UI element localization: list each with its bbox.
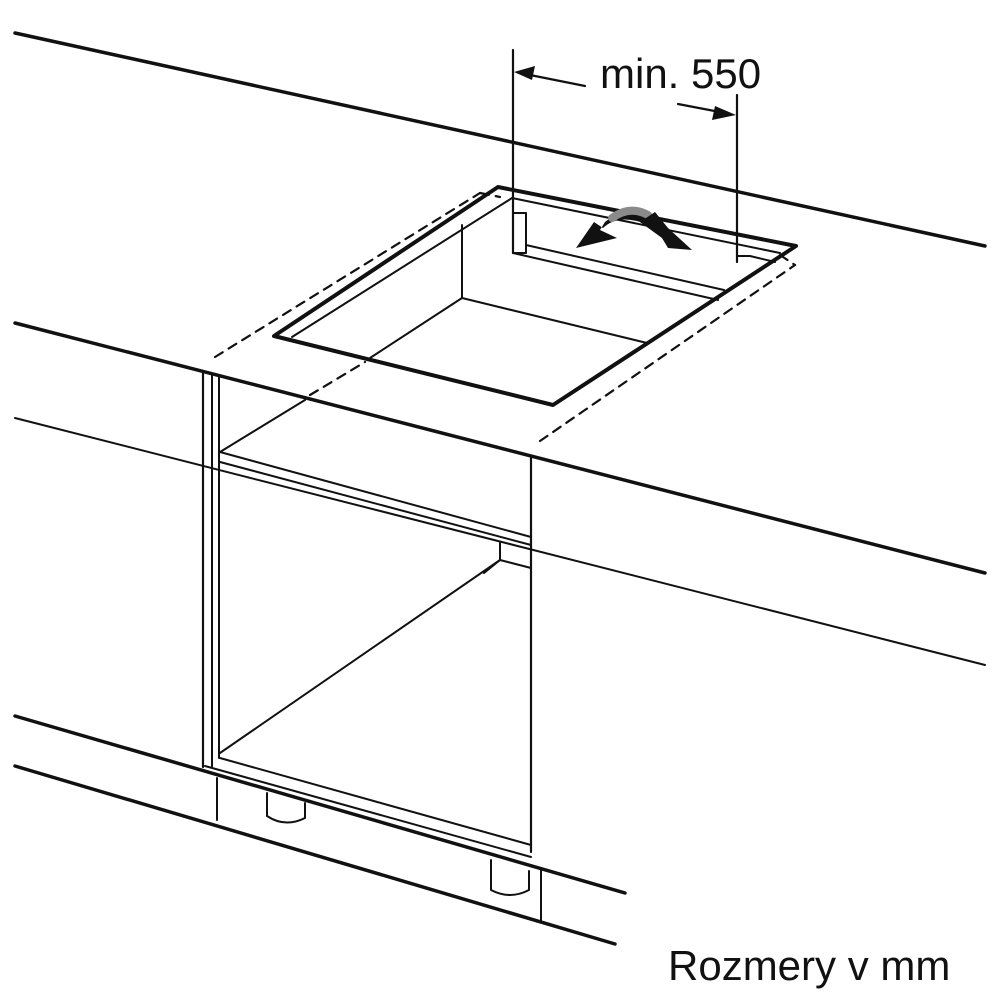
dimension-label: min. 550 xyxy=(600,50,762,97)
dimension-arrowheads xyxy=(514,66,736,120)
worktop xyxy=(13,31,987,666)
plinth xyxy=(13,714,627,946)
dimension-min-550 xyxy=(511,48,739,264)
cutout-opening xyxy=(272,185,798,407)
units-note: Rozmery v mm xyxy=(668,942,951,989)
airflow-arrows-icon xyxy=(576,206,692,250)
cabinet-feet xyxy=(266,792,530,896)
base-cabinet xyxy=(201,370,533,858)
